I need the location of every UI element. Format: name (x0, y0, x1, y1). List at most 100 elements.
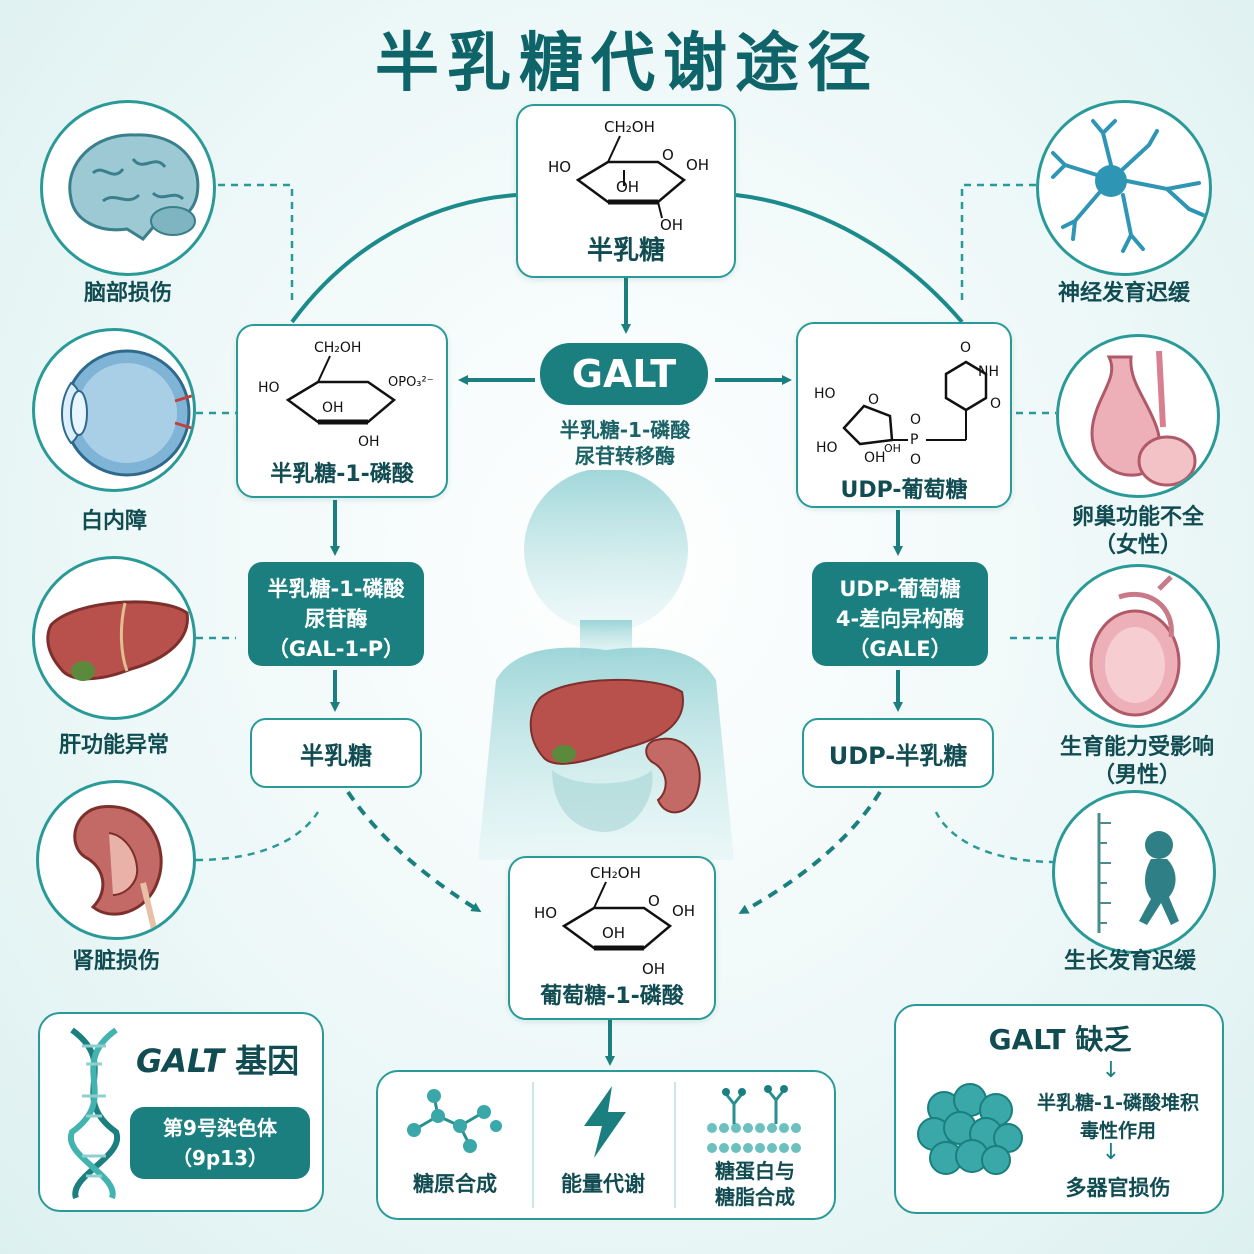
enzyme-line: 半乳糖-1-磷酸 (248, 574, 424, 604)
mol-group: CH₂OH (604, 118, 655, 136)
svg-text:O: O (648, 892, 660, 910)
svg-text:OH: OH (358, 434, 380, 450)
outcome-label: 糖原合成 (380, 1168, 530, 1198)
outcome-label: 能量代谢 (532, 1168, 674, 1198)
kidney-icon (39, 783, 196, 940)
brain-icon (43, 103, 216, 276)
galt-enzyme-badge: GALT (540, 343, 708, 405)
chromosome-line: 第9号染色体 (130, 1113, 310, 1143)
svg-text:HO: HO (816, 440, 838, 456)
lightning-icon (580, 1084, 630, 1160)
organ-circle-brain (40, 100, 216, 276)
organ-circle-neuron (1036, 100, 1212, 276)
arrow-down-icon: ↓ (1026, 1058, 1196, 1083)
organ-sublabel: （男性） (1030, 762, 1244, 790)
svg-text:OH: OH (686, 156, 709, 174)
organ-circle-eye (32, 328, 196, 492)
organ-circle-testis (1056, 564, 1220, 728)
dna-icon (62, 1026, 126, 1202)
outcome-label-line: 糖蛋白与 (678, 1158, 832, 1184)
chromosome-locus: （9p13） (130, 1143, 310, 1173)
dash-growth (936, 812, 1056, 862)
growth-icon (1055, 793, 1216, 954)
dashed-right-center (742, 792, 880, 912)
molecule-card-galactose: CH₂OH HO O OH OH OH 半乳糖 (516, 104, 736, 278)
organ-circle-liver (32, 556, 196, 720)
enzyme-line: UDP-葡萄糖 (812, 574, 988, 604)
svg-text:HO: HO (534, 904, 557, 922)
deficiency-line3: 多器官损伤 (1020, 1172, 1216, 1202)
organ-label: 卵巢功能不全 (1040, 504, 1236, 532)
svg-text:O: O (868, 392, 879, 408)
gene-title: GALT 基因 (136, 1036, 299, 1082)
udp-glucose-structure-icon: HO O OH HO OH NH O O P O O (804, 328, 1008, 468)
child-body-icon (456, 470, 756, 860)
testis-icon (1059, 567, 1220, 728)
svg-text:CH₂OH: CH₂OH (314, 340, 361, 356)
svg-text:O: O (990, 396, 1001, 412)
gene-title-rest: 基因 (224, 1042, 299, 1080)
deficiency-line2: 毒性作用 (1020, 1116, 1216, 1143)
molecule-card-gal1p: CH₂OH HO OPO₃²⁻ OH OH 半乳糖-1-磷酸 (236, 324, 448, 498)
dash-kidney (196, 812, 318, 860)
molecule-card-udp-glucose: HO O OH HO OH NH O O P O O UDP-葡萄糖 (796, 322, 1012, 508)
svg-text:HO: HO (814, 386, 836, 402)
svg-text:OH: OH (642, 960, 665, 978)
organ-label: 肝功能异常 (26, 732, 202, 760)
outcome-label: 糖蛋白与 糖脂合成 (678, 1158, 832, 1210)
organ-circle-growth (1052, 790, 1216, 954)
svg-text:O: O (910, 412, 921, 428)
svg-text:O: O (910, 452, 921, 468)
enzyme-line: 4-差向异构酶 (812, 604, 988, 634)
svg-text:P: P (910, 432, 918, 448)
svg-text:OH: OH (602, 924, 625, 942)
deficiency-line1: 半乳糖-1-磷酸堆积 (1020, 1088, 1216, 1115)
svg-text:NH: NH (978, 364, 999, 380)
organ-label: 神经发育迟缓 (1030, 280, 1218, 308)
organ-label: 白内障 (32, 508, 196, 536)
galt-sub-line1: 半乳糖-1-磷酸 (520, 414, 730, 443)
glycogen-icon (404, 1086, 504, 1156)
svg-text:OH: OH (672, 902, 695, 920)
gene-name: GALT (136, 1042, 224, 1080)
molecule-card-glucose1p: CH₂OH HO O OH OH OH 葡萄糖-1-磷酸 (508, 856, 716, 1020)
molecule-label: 半乳糖-1-磷酸 (238, 456, 446, 488)
organ-label: 脑部损伤 (40, 280, 216, 308)
outcome-label-line: 糖脂合成 (678, 1184, 832, 1210)
enzyme-gal1p-box: 半乳糖-1-磷酸 尿苷酶 （GAL-1-P） (248, 562, 424, 666)
organ-label: 生育能力受影响 (1030, 734, 1244, 762)
organ-label: 肾脏损伤 (28, 948, 204, 976)
svg-text:CH₂OH: CH₂OH (590, 864, 641, 882)
enzyme-line: 尿苷酶 (248, 604, 424, 634)
liver-icon (35, 559, 196, 720)
svg-text:OH: OH (884, 442, 901, 455)
product-galactose: 半乳糖 (250, 718, 422, 788)
svg-text:OH: OH (322, 400, 344, 416)
galt-sub-line2: 尿苷转移酶 (520, 440, 730, 469)
chromosome-badge: 第9号染色体 （9p13） (130, 1107, 310, 1179)
divider (674, 1082, 676, 1208)
molecule-label: 半乳糖 (518, 230, 734, 267)
molecule-label: UDP-葡萄糖 (798, 472, 1010, 504)
gal1p-structure-icon: CH₂OH HO OPO₃²⁻ OH OH (244, 332, 444, 452)
ovary-icon (1059, 337, 1220, 498)
glucose1p-structure-icon: CH₂OH HO O OH OH OH (524, 860, 704, 978)
organ-sublabel: （女性） (1040, 532, 1236, 560)
galactose-structure-icon: CH₂OH HO O OH OH OH (538, 112, 718, 232)
membrane-icon (704, 1084, 808, 1154)
svg-text:OH: OH (864, 450, 886, 466)
neuron-icon (1039, 103, 1212, 276)
organ-label: 生长发育迟缓 (1036, 948, 1224, 976)
cycle-arc-right (736, 195, 962, 322)
organ-circle-ovary (1056, 334, 1220, 498)
cell-cluster-icon (914, 1072, 1024, 1182)
svg-text:OPO₃²⁻: OPO₃²⁻ (388, 375, 434, 390)
svg-text:HO: HO (258, 380, 280, 396)
enzyme-gale-box: UDP-葡萄糖 4-差向异构酶 （GALE） (812, 562, 988, 666)
dash-brain (218, 185, 292, 300)
eye-icon (35, 331, 196, 492)
page-title: 半乳糖代谢途径 (0, 12, 1254, 104)
svg-text:HO: HO (548, 158, 571, 176)
svg-text:OH: OH (616, 178, 639, 196)
product-udp-galactose: UDP-半乳糖 (802, 718, 994, 788)
